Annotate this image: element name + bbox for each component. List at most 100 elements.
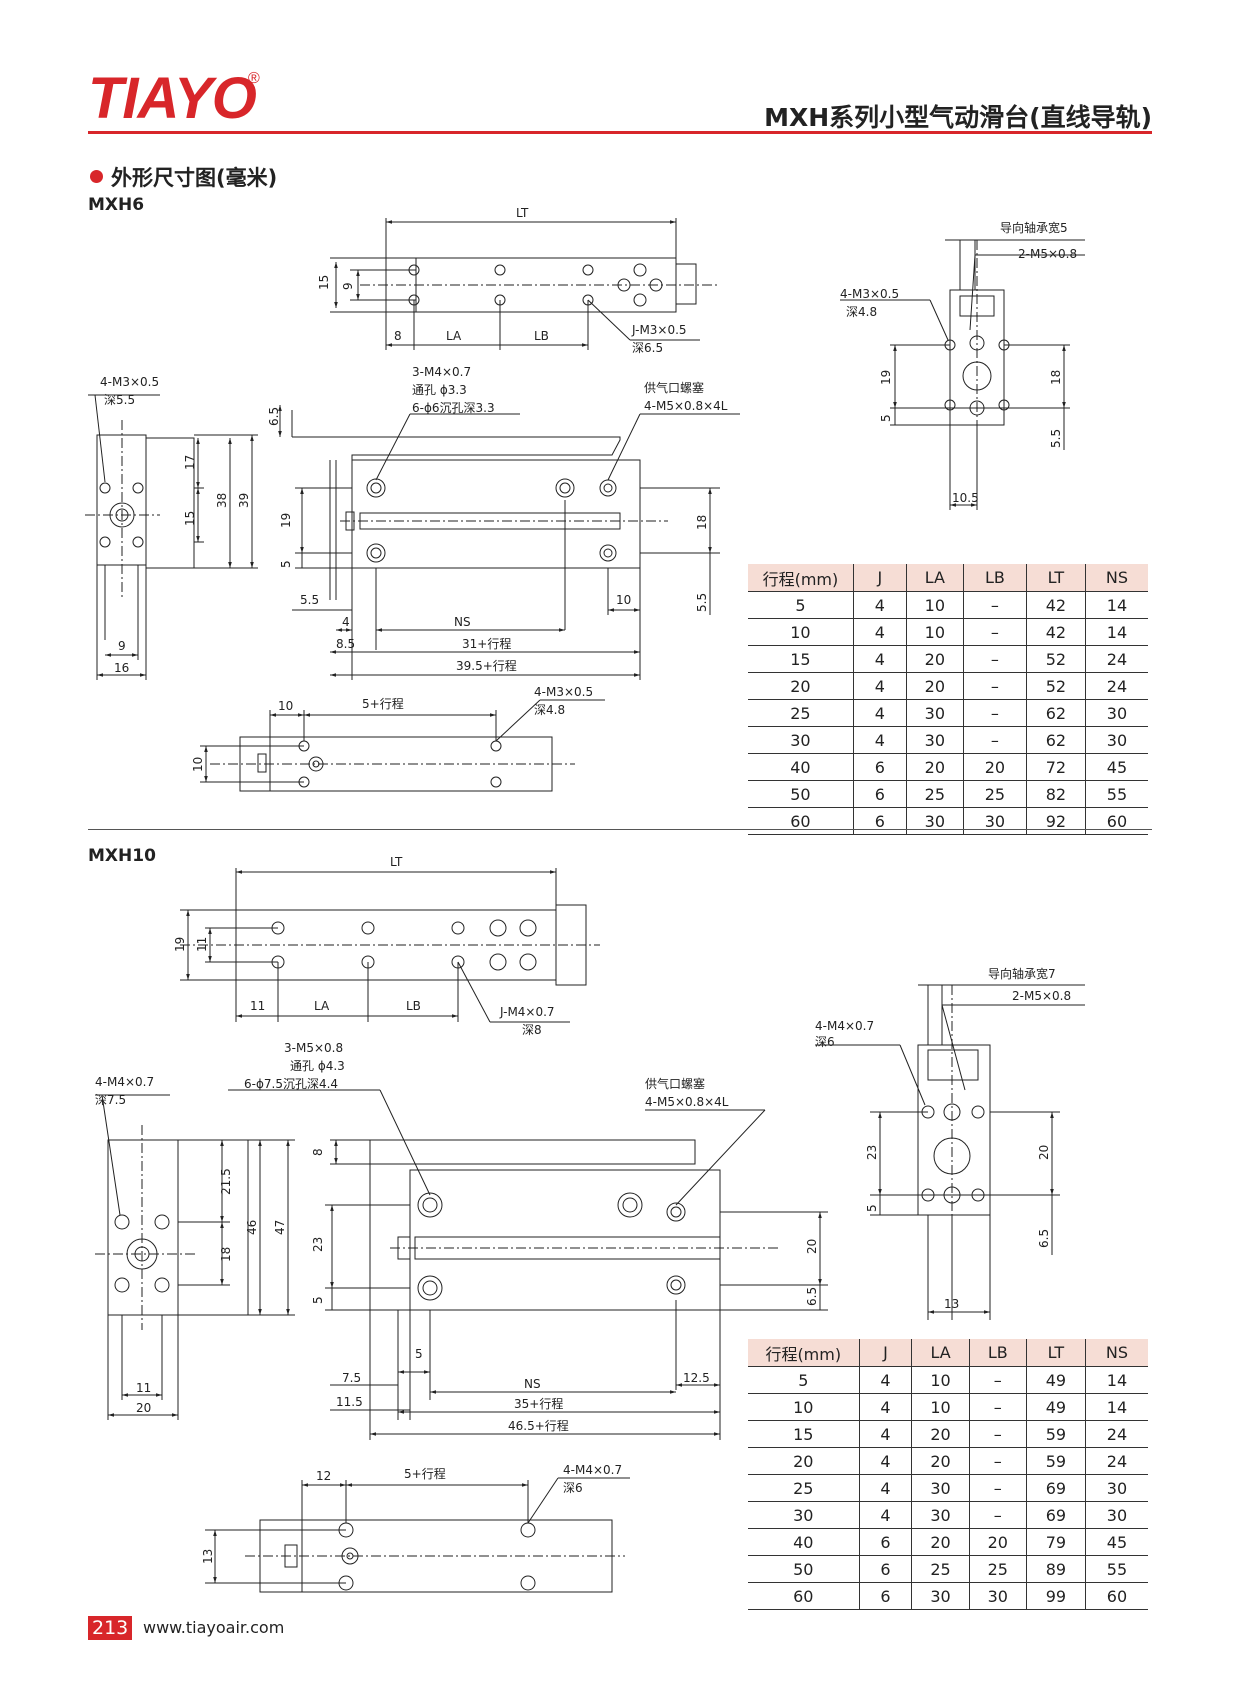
dim-front-31: 31+行程	[462, 636, 511, 651]
table-cell: 15	[748, 1420, 860, 1448]
dim-lt: LT	[516, 206, 529, 220]
table-cell: 49	[1026, 1366, 1086, 1394]
dim-front-5-5b: 5.5	[695, 593, 709, 612]
dim-side-20: 20	[1037, 1145, 1051, 1160]
j-depth-note: 深6.5	[632, 341, 663, 355]
table-cell: 99	[1026, 1582, 1086, 1610]
dim-end-15: 15	[183, 511, 197, 526]
dim-bottom-stroke: 5+行程	[362, 696, 404, 711]
model-label-mxh10: MXH10	[88, 846, 156, 866]
mxh10-dimension-labels: LT 19 11 11 LA LB J-M4×0.7 深8 导向轴承宽7 2-M…	[95, 855, 1071, 1564]
end-thread-note: 4-M4×0.7	[95, 1075, 154, 1089]
dim-front-ns: NS	[524, 1377, 541, 1391]
mount-note-1: 3-M5×0.8	[284, 1041, 343, 1055]
table-cell: 30	[1085, 1474, 1148, 1502]
mxh6-end-view	[85, 394, 258, 680]
mxh10-side-view	[815, 984, 1085, 1320]
mxh6-top-view	[330, 218, 720, 350]
dim-bottom-12: 12	[316, 1469, 331, 1483]
section-separator	[88, 829, 1152, 830]
dim-bottom-h10: 10	[191, 757, 205, 772]
table-cell: 20	[748, 672, 854, 700]
table-cell: 42	[1026, 591, 1086, 619]
table-cell: 52	[1026, 672, 1086, 700]
table-cell: 20	[906, 672, 964, 700]
table-cell: 20	[911, 1528, 970, 1556]
table-cell: 40	[748, 753, 854, 781]
table-cell: 6	[853, 780, 907, 808]
table-cell: 15	[748, 645, 854, 673]
side-depth-note: 深6	[815, 1035, 835, 1049]
table-cell: 30	[748, 1501, 860, 1529]
table-cell: 6	[859, 1582, 913, 1610]
supply-note: 供气口螺塞	[644, 380, 704, 395]
mxh6-bottom-view	[200, 699, 605, 792]
table-cell: 4	[853, 672, 907, 700]
table-cell: 62	[1026, 726, 1086, 754]
table-cell: 4	[853, 618, 907, 646]
dim-end-39: 39	[237, 493, 251, 508]
dim-front-46-5: 46.5+行程	[508, 1418, 569, 1433]
col-lt: LT	[1026, 1339, 1086, 1367]
table-cell: 10	[906, 618, 964, 646]
table-cell: 24	[1085, 672, 1148, 700]
bottom-thread-note: 4-M4×0.7	[563, 1463, 622, 1477]
dim-offset: 11	[250, 999, 265, 1013]
dim-front-39-5: 39.5+行程	[456, 658, 517, 673]
table-cell: 30	[963, 807, 1027, 835]
dim-end-11: 11	[136, 1381, 151, 1395]
dim-front-5: 5	[311, 1296, 325, 1304]
header-divider	[88, 131, 1152, 134]
table-cell: 4	[859, 1447, 913, 1475]
table-cell: 14	[1085, 1393, 1148, 1421]
table-cell: –	[963, 726, 1027, 754]
dim-side-5-5: 5.5	[1049, 429, 1063, 448]
table-cell: 59	[1026, 1420, 1086, 1448]
dim-front-6-5: 6.5	[267, 407, 281, 426]
mount-note-3: 6-ϕ7.5沉孔深4.4	[244, 1077, 338, 1091]
table-cell: 6	[859, 1555, 913, 1583]
table-cell: 60	[748, 807, 854, 835]
table-cell: 30	[748, 726, 854, 754]
dim-end-46: 46	[245, 1220, 259, 1235]
dim-end-20: 20	[136, 1401, 151, 1415]
table-cell: 55	[1085, 780, 1148, 808]
bottom-depth-note: 深6	[563, 1481, 583, 1495]
dim-end-16: 16	[114, 661, 129, 675]
table-cell: 24	[1085, 1447, 1148, 1475]
table-cell: 79	[1026, 1528, 1086, 1556]
table-cell: 20	[906, 645, 964, 673]
guide-note: 导向轴承宽5	[1000, 220, 1068, 235]
dim-height: 19	[173, 937, 187, 952]
dim-side-10-5: 10.5	[952, 491, 979, 505]
table-cell: 69	[1026, 1501, 1086, 1529]
j-thread-note: J-M4×0.7	[499, 1005, 555, 1019]
dim-front-20: 20	[805, 1239, 819, 1254]
mxh10-end-view	[95, 1094, 295, 1420]
table-cell: –	[963, 672, 1027, 700]
dim-bottom-h13: 13	[201, 1549, 215, 1564]
mount-note-2: 通孔 ϕ4.3	[290, 1059, 345, 1073]
table-cell: 50	[748, 1555, 860, 1583]
table-cell: 62	[1026, 699, 1086, 727]
dim-bottom-stroke: 5+行程	[404, 1466, 446, 1481]
table-cell: 42	[1026, 618, 1086, 646]
table-cell: 24	[1085, 645, 1148, 673]
dim-front-5b: 5	[415, 1347, 423, 1361]
table-cell: 20	[906, 753, 964, 781]
dim-front-4: 4	[342, 615, 350, 629]
end-depth-note: 深5.5	[104, 393, 135, 407]
table-cell: –	[969, 1366, 1027, 1394]
mount-note-2: 通孔 ϕ3.3	[412, 383, 467, 397]
